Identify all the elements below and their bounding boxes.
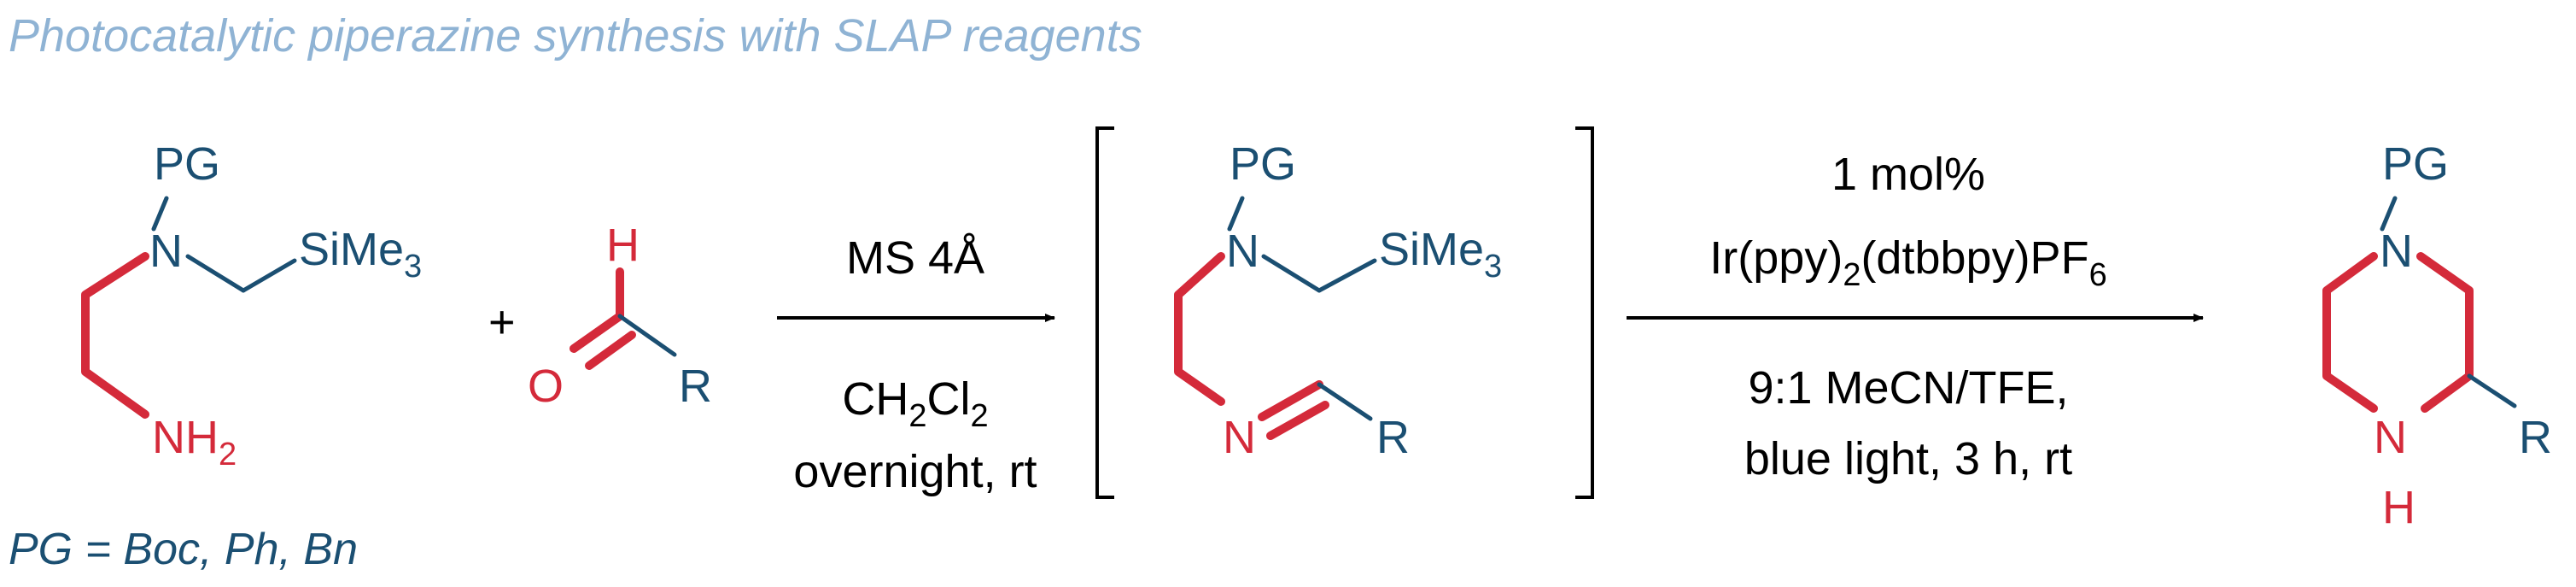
- atom-r-imine: R: [1376, 412, 1410, 463]
- atom-n-imine: N: [1223, 412, 1256, 463]
- bond-ring-left: [2322, 252, 2378, 413]
- bond-n-ch2-2: [1261, 254, 1322, 293]
- atom-r-product: R: [2519, 412, 2552, 463]
- atom-sime3-1: SiMe3: [299, 224, 422, 285]
- step1-reagent: MS 4Å: [846, 232, 984, 284]
- bracket-right: [1575, 126, 1594, 499]
- step1-conditions: overnight, rt: [793, 446, 1037, 497]
- atom-pg-1: PG: [154, 138, 220, 190]
- slap-reagent: PG N SiMe3 NH2: [81, 138, 422, 473]
- scheme-title: Photocatalytic piperazine synthesis with…: [9, 10, 1142, 62]
- plus-sign: +: [488, 296, 516, 348]
- bond-imine-2: [1266, 401, 1329, 440]
- bond-pg-n-3: [2380, 196, 2398, 232]
- atom-pg-2: PG: [1230, 138, 1296, 190]
- atom-h-aldehyde: H: [606, 220, 640, 271]
- bond-imine-c-r: [1317, 382, 1373, 421]
- bond-pg-n-1: [151, 196, 169, 232]
- bond-c-r: [617, 314, 677, 357]
- step1-solvent: CH2Cl2: [842, 373, 988, 434]
- aldehyde: H O R: [528, 220, 712, 412]
- atom-n-1: N: [149, 226, 183, 277]
- step2-conditions: blue light, 3 h, rt: [1744, 433, 2072, 484]
- bond-c-o-2: [585, 331, 636, 370]
- bracket-left: [1095, 126, 1114, 499]
- bond-ch2-si-1: [241, 258, 297, 293]
- atom-h-ring: H: [2382, 482, 2415, 533]
- bond-c-o-1: [570, 312, 624, 353]
- bond-pg-n-2: [1227, 196, 1245, 232]
- step2-catalyst: Ir(ppy)2(dtbbpy)PF6: [1709, 232, 2106, 293]
- atom-r-aldehyde: R: [679, 361, 712, 412]
- bond-imine-1: [1258, 380, 1323, 421]
- step2-solvent: 9:1 MeCN/TFE,: [1748, 362, 2068, 414]
- imine-intermediate: PG N SiMe3 N R: [1174, 138, 1502, 463]
- bond-ch2-si-2: [1317, 258, 1377, 293]
- bond-ethylene-2: [1174, 252, 1225, 406]
- atom-nh2-1: NH2: [152, 412, 237, 473]
- bond-n-ch2-1: [185, 254, 246, 293]
- bond-ring-right: [2416, 252, 2474, 413]
- protecting-group-note: PG = Boc, Ph, Bn: [9, 525, 358, 574]
- atom-nh-ring: N: [2374, 412, 2407, 463]
- piperazine-product: PG N N H R: [2322, 138, 2552, 533]
- step2-catalyst-loading: 1 mol%: [1831, 149, 1985, 200]
- atom-o-aldehyde: O: [528, 361, 564, 412]
- atom-sime3-2: SiMe3: [1379, 224, 1502, 285]
- atom-n-2: N: [1226, 226, 1259, 277]
- bond-ethylene-1: [81, 252, 149, 419]
- bond-ring-c-r: [2467, 373, 2517, 408]
- atom-n-3: N: [2380, 226, 2413, 277]
- atom-pg-3: PG: [2382, 138, 2449, 190]
